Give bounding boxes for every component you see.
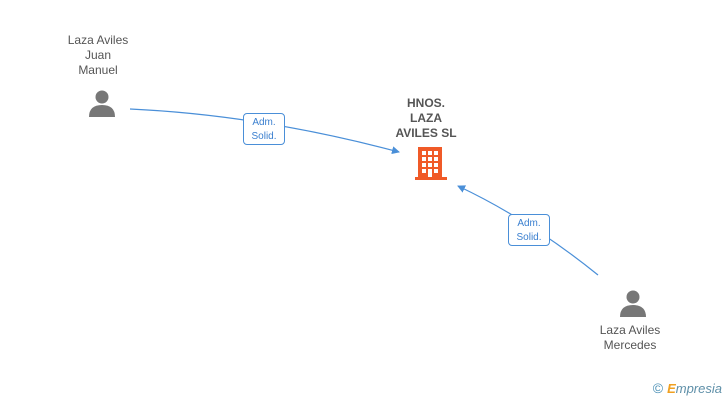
copyright-icon: © [652,380,664,396]
building-icon[interactable] [415,145,447,181]
person-icon[interactable] [618,288,648,318]
brand-name: Empresia [667,380,722,396]
person2-label: Laza Aviles Mercedes [599,323,661,352]
edge-label-person2[interactable]: Adm. Solid. [508,214,550,246]
person1-label: Laza Aviles Juan Manuel [67,33,129,77]
person-icon[interactable] [87,88,117,118]
edge-label-person1[interactable]: Adm. Solid. [243,113,285,145]
empresia-watermark: © Empresia [653,380,722,396]
company-label: HNOS. LAZA AVILES SL [395,96,457,140]
